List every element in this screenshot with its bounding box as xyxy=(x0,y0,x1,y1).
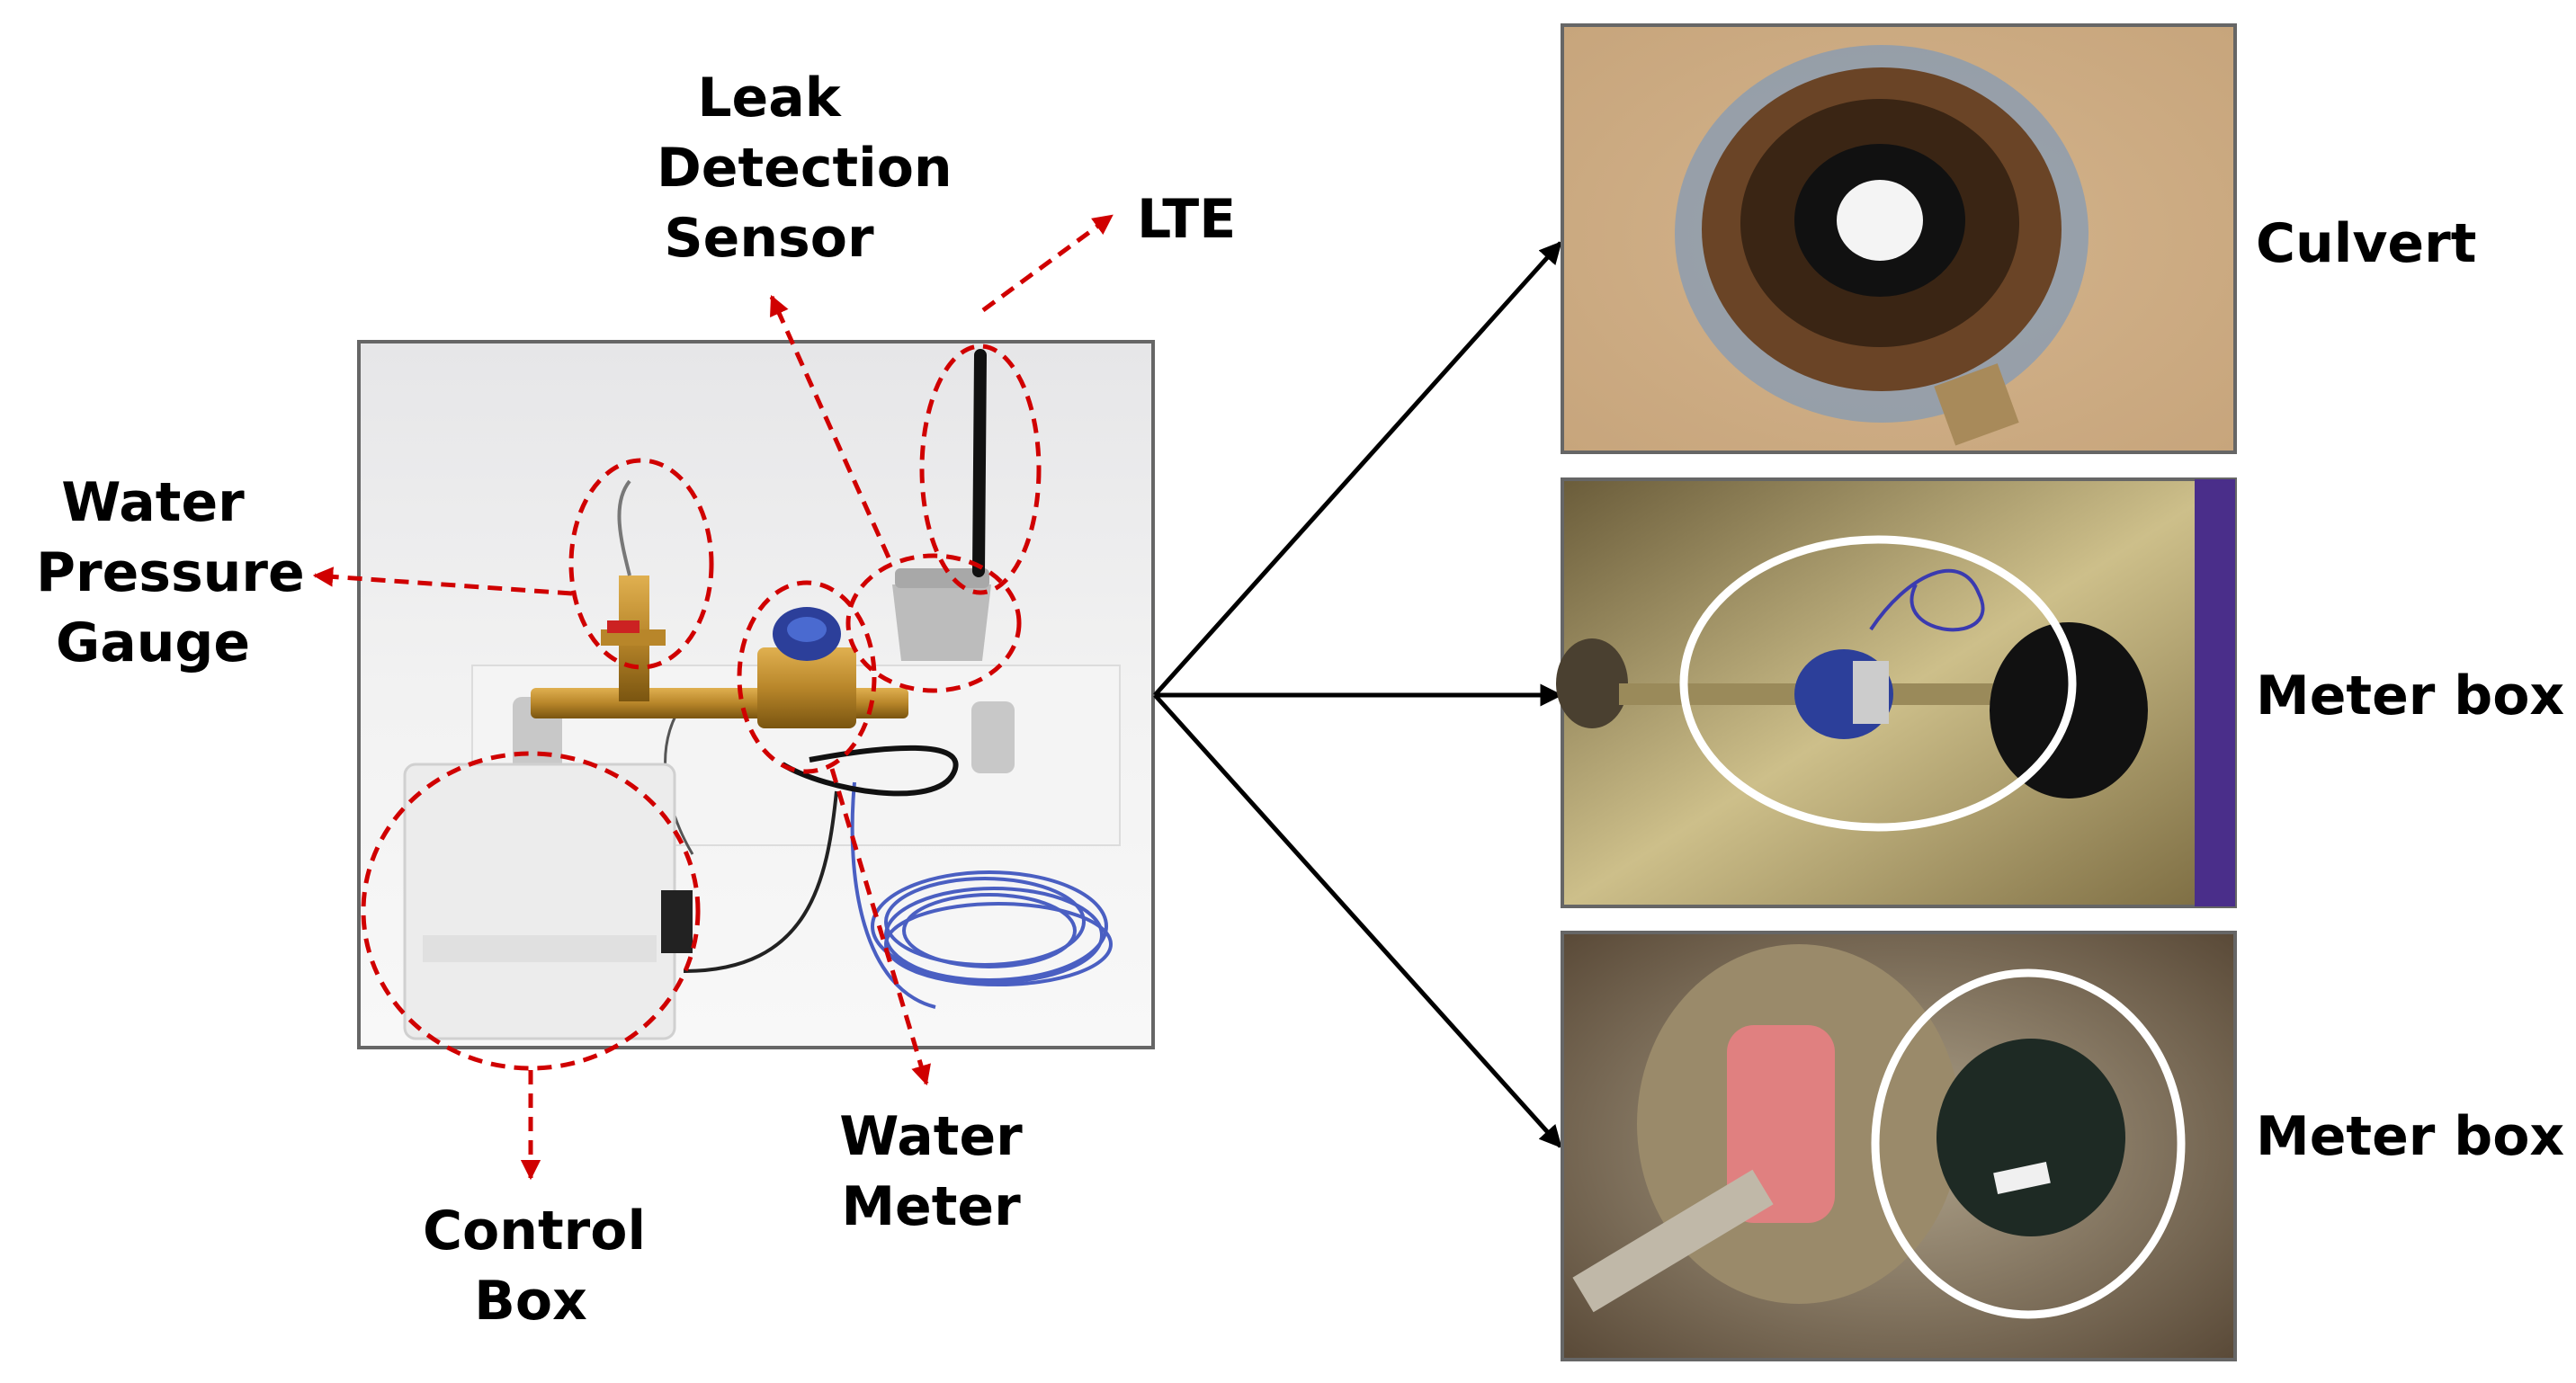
lte-ring xyxy=(919,344,1042,595)
label-pressure-line-1: Water xyxy=(61,471,245,534)
label-leak-line-2: Detection xyxy=(657,137,953,200)
label-leak-line-3: Sensor xyxy=(664,207,874,270)
meter-box-photo-2 xyxy=(1561,931,2237,1361)
label-control-line-2: Box xyxy=(474,1270,587,1333)
label-lte: LTE xyxy=(1137,188,1237,251)
culvert-photo xyxy=(1561,23,2237,454)
label-leak-detection-sensor: Leak Detection Sensor xyxy=(657,63,953,273)
water-meter xyxy=(757,607,856,728)
arrow-meter xyxy=(829,768,931,1086)
arrow-leak xyxy=(769,294,891,559)
control-box xyxy=(403,763,693,1040)
label-control-line-1: Control xyxy=(423,1200,647,1263)
installation-arrows xyxy=(1153,241,1563,1148)
arrow-lte xyxy=(981,213,1114,313)
lte-antenna xyxy=(972,349,987,577)
meter-box-photo-1 xyxy=(1556,477,2237,908)
label-pressure-line-2: Pressure xyxy=(36,541,305,604)
label-meter-line-2: Meter xyxy=(841,1175,1021,1238)
pressure-gauge-ring xyxy=(568,458,714,670)
meter-box-1-ring xyxy=(1679,535,2077,832)
label-meter-line-1: Water xyxy=(839,1105,1023,1168)
label-meter-box-1: Meter box xyxy=(2256,665,2565,727)
label-water-pressure-gauge: Water Pressure Gauge xyxy=(36,468,305,678)
control-box-ring xyxy=(361,751,701,1071)
label-leak-line-1: Leak xyxy=(697,67,841,129)
device-photo xyxy=(312,213,1155,1181)
leak-sensor xyxy=(892,568,991,661)
arrow-to-meter-box-2 xyxy=(1153,693,1562,1148)
arrow-to-culvert xyxy=(1153,241,1562,697)
callout-arrows xyxy=(312,213,1114,1181)
label-meter-box-2: Meter box xyxy=(2256,1105,2565,1168)
callout-rings xyxy=(361,344,1042,1071)
label-pressure-line-3: Gauge xyxy=(55,611,251,674)
label-water-meter: Water Meter xyxy=(827,1102,1034,1242)
meter-box-2-sensor xyxy=(1936,1039,2125,1236)
meter-box-2-ring xyxy=(1871,968,2186,1319)
culvert-sensor-cap xyxy=(1837,180,1923,261)
leak-sensor-ring xyxy=(845,553,1022,693)
blue-cable-coil xyxy=(850,781,1113,1009)
water-meter-ring xyxy=(737,580,877,774)
label-culvert: Culvert xyxy=(2256,212,2477,275)
arrow-pressure xyxy=(312,567,573,596)
label-control-box: Control Box xyxy=(423,1196,647,1336)
black-cable xyxy=(781,745,959,797)
